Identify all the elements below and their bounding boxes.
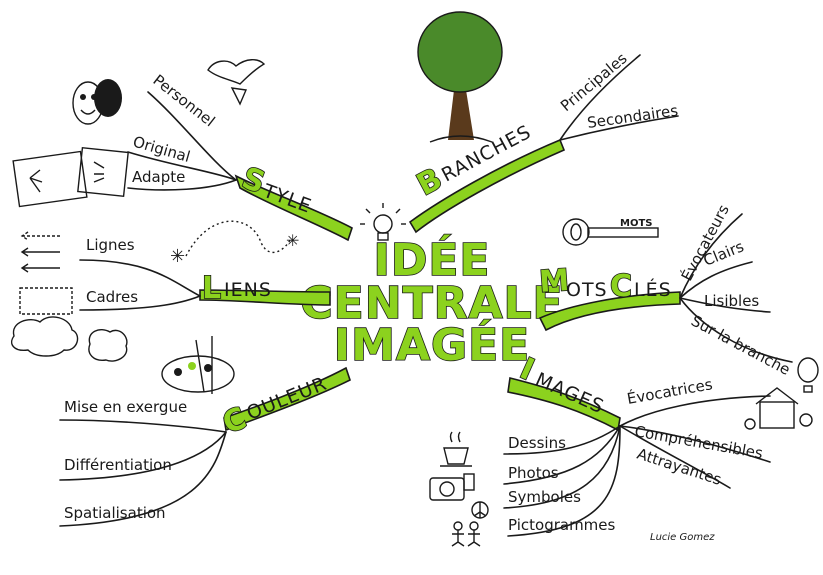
branch-mots-cles: M OTS C LÉS Évocateurs Clairs Lisibles S… [537, 201, 793, 379]
hot-air-balloon-icon [797, 357, 819, 393]
couleur-subline-1 [59, 419, 227, 433]
liens-capital: L [202, 271, 221, 306]
palette-icon [161, 336, 235, 394]
frames-icon [10, 287, 128, 362]
central-line-3: IMAGÉE [334, 318, 530, 371]
couleur-subline-3 [59, 431, 227, 527]
motscles-child-sur-la-branche: Sur la branche [688, 312, 793, 379]
key-icon: MOTS [562, 218, 659, 246]
branch-branches: B RANCHES Principales Secondaires [408, 11, 679, 234]
images-subline-2 [619, 425, 771, 463]
style-subline-3 [127, 179, 237, 191]
camera-icon [429, 473, 475, 501]
central-idea: IDÉE CENTRALE IMAGÉE [300, 203, 563, 372]
liens-subline-2 [79, 295, 201, 311]
motscles-main-branch [538, 291, 681, 332]
liens-child-lignes: Lignes [86, 236, 135, 254]
branch-liens: L IENS Lignes Cadres ✳ ✳ [10, 220, 331, 362]
motscles-capital-1: M [538, 263, 570, 300]
motscles-subline-1 [679, 213, 743, 299]
style-main-branch [234, 174, 353, 242]
images-subline-7 [507, 425, 621, 537]
people-pictogram-icon [451, 521, 481, 547]
motscles-label-1: OTS [566, 279, 608, 301]
images-child-dessins: Dessins [508, 434, 566, 452]
key-label: MOTS [620, 218, 652, 229]
coffee-cup-icon [440, 431, 472, 467]
images-subline-1 [619, 395, 771, 427]
style-subline-1 [147, 91, 237, 181]
branch-style: S TYLE Personnel Original Adapte [12, 59, 353, 242]
svg-text:✳: ✳ [286, 231, 299, 250]
lightbulb-icon [360, 203, 406, 241]
branch-images: I MAGES Évocatrices Compréhensibles Attr… [429, 351, 819, 547]
images-subline-6 [503, 425, 621, 509]
couleur-child-spatialisation: Spatialisation [64, 504, 166, 522]
buildings-icon [744, 387, 813, 430]
theatre-masks-icon [72, 79, 122, 125]
liens-subline-1 [79, 259, 201, 297]
central-line-1: IDÉE [373, 233, 490, 286]
motscles-subline-3 [679, 297, 771, 313]
motscles-subline-4 [679, 297, 793, 363]
branches-child-secondaires: Secondaires [586, 101, 679, 132]
couleur-label: OULEUR [244, 373, 331, 425]
liens-child-cadres: Cadres [86, 288, 138, 306]
couleur-child-differentiation: Différentiation [64, 456, 172, 474]
arrows-icon [20, 231, 60, 273]
branches-main-branch [408, 138, 566, 234]
style-subline-2 [127, 151, 237, 181]
motscles-label-2: LÉS [634, 278, 672, 301]
author-signature: Lucie Gomez [650, 532, 715, 543]
branch-couleur: C OULEUR Mise en exergue Différentiation… [59, 336, 351, 527]
couleur-main-branch [223, 366, 351, 432]
bird-icon [207, 59, 266, 106]
tree-icon [417, 11, 503, 143]
couleur-subline-2 [59, 431, 227, 481]
images-child-symboles: Symboles [508, 488, 581, 506]
style-child-personnel: Personnel [150, 71, 219, 130]
images-subline-4 [503, 425, 621, 455]
images-child-evocatrices: Évocatrices [625, 374, 714, 408]
central-line-2: CENTRALE [300, 278, 563, 329]
images-child-photos: Photos [508, 464, 559, 482]
peace-symbol-icon [471, 501, 489, 519]
couleur-child-mise-en-exergue: Mise en exergue [64, 398, 187, 416]
motscles-subline-2 [679, 261, 753, 299]
branches-subline-2 [559, 115, 679, 141]
images-child-pictogrammes: Pictogrammes [508, 516, 616, 534]
branches-child-principales: Principales [557, 49, 631, 115]
mindmap-sketch-icon [12, 146, 129, 208]
images-label: MAGES [532, 368, 608, 418]
dotted-arc-icon: ✳ ✳ [170, 220, 299, 267]
motscles-child-lisibles: Lisibles [704, 292, 759, 310]
liens-main-branch [199, 289, 331, 306]
motscles-capital-2: C [610, 269, 632, 304]
images-subline-3 [619, 425, 731, 489]
liens-label: IENS [224, 279, 272, 301]
branches-subline-1 [559, 54, 641, 141]
svg-text:✳: ✳ [170, 246, 185, 267]
style-child-adapte: Adapte [132, 168, 185, 186]
images-subline-5 [503, 425, 621, 485]
